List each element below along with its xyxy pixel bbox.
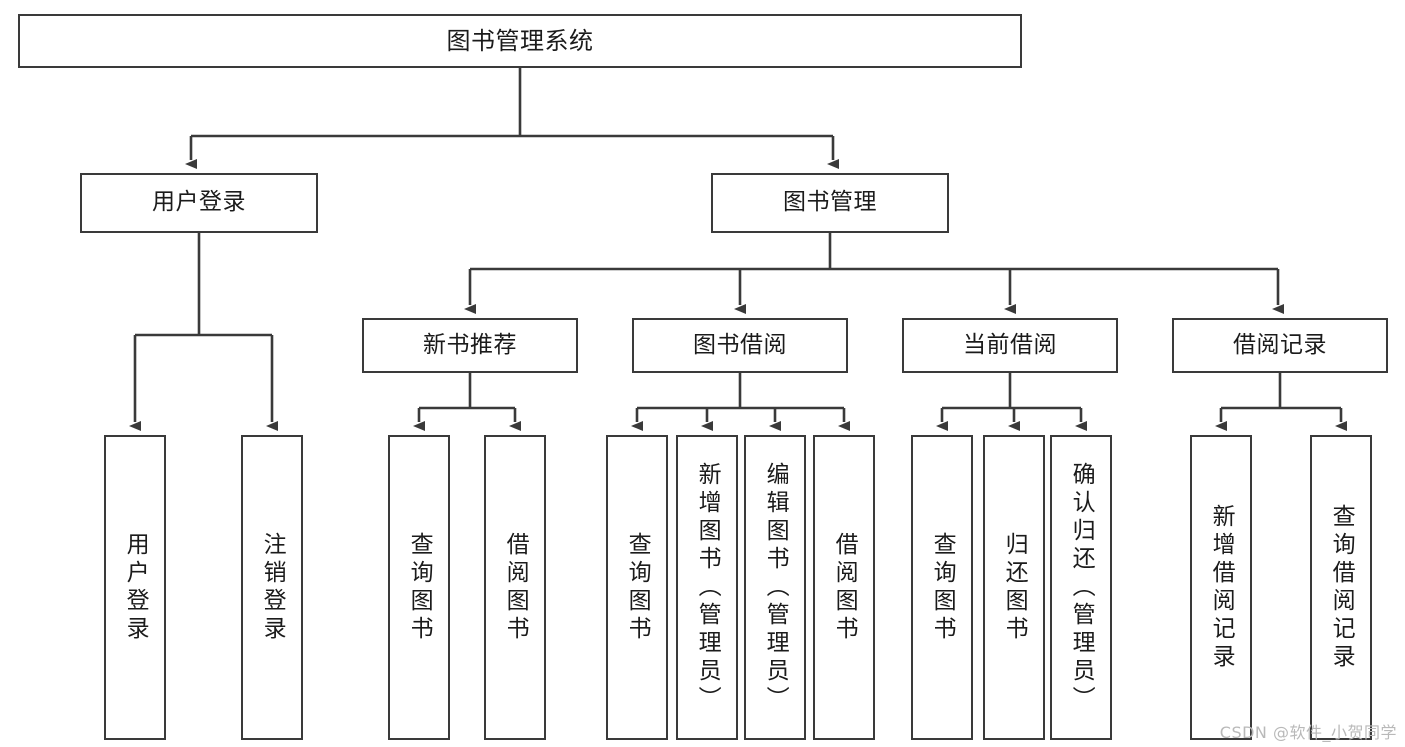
node-current-borrow[interactable]: 当前借阅: [902, 318, 1118, 373]
leaf-confirm-return-admin[interactable]: 确认归还（管理员）: [1050, 435, 1112, 740]
node-label: 用户登录: [152, 189, 246, 216]
node-root-book-management-system[interactable]: 图书管理系统: [18, 14, 1022, 68]
node-label: 注销登录: [259, 531, 286, 644]
node-label: 查询图书: [929, 531, 956, 644]
node-book-borrow[interactable]: 图书借阅: [632, 318, 848, 373]
watermark-text: CSDN @软件_小贺同学: [1219, 723, 1397, 742]
node-label: 确认归还（管理员）: [1068, 461, 1095, 714]
node-label: 新书推荐: [423, 331, 517, 358]
leaf-add-book-admin[interactable]: 新增图书（管理员）: [676, 435, 738, 740]
node-label: 图书管理系统: [446, 26, 594, 55]
node-label: 当前借阅: [963, 331, 1057, 358]
node-label: 归还图书: [1001, 531, 1028, 644]
leaf-logout[interactable]: 注销登录: [241, 435, 303, 740]
node-label: 用户登录: [122, 531, 149, 644]
leaf-user-login[interactable]: 用户登录: [104, 435, 166, 740]
leaf-query-borrow-record[interactable]: 查询借阅记录: [1310, 435, 1372, 740]
leaf-borrow-book-recommend[interactable]: 借阅图书: [484, 435, 546, 740]
leaf-query-book-borrow[interactable]: 查询图书: [606, 435, 668, 740]
node-new-book-recommendation[interactable]: 新书推荐: [362, 318, 578, 373]
leaf-query-book-current[interactable]: 查询图书: [911, 435, 973, 740]
node-label: 图书借阅: [693, 331, 787, 358]
node-label: 新增图书（管理员）: [694, 461, 721, 714]
node-label: 借阅记录: [1233, 331, 1327, 358]
node-label: 查询借阅记录: [1328, 503, 1355, 672]
node-label: 查询图书: [624, 531, 651, 644]
node-label: 编辑图书（管理员）: [762, 461, 789, 714]
leaf-return-book[interactable]: 归还图书: [983, 435, 1045, 740]
leaf-add-borrow-record[interactable]: 新增借阅记录: [1190, 435, 1252, 740]
node-borrow-record[interactable]: 借阅记录: [1172, 318, 1388, 373]
node-user-login[interactable]: 用户登录: [80, 173, 318, 233]
leaf-borrow-book[interactable]: 借阅图书: [813, 435, 875, 740]
node-label: 借阅图书: [502, 531, 529, 644]
node-label: 查询图书: [406, 531, 433, 644]
node-book-management[interactable]: 图书管理: [711, 173, 949, 233]
leaf-query-book-recommend[interactable]: 查询图书: [388, 435, 450, 740]
node-label: 新增借阅记录: [1208, 503, 1235, 672]
node-label: 图书管理: [783, 189, 877, 216]
node-label: 借阅图书: [831, 531, 858, 644]
leaf-edit-book-admin[interactable]: 编辑图书（管理员）: [744, 435, 806, 740]
